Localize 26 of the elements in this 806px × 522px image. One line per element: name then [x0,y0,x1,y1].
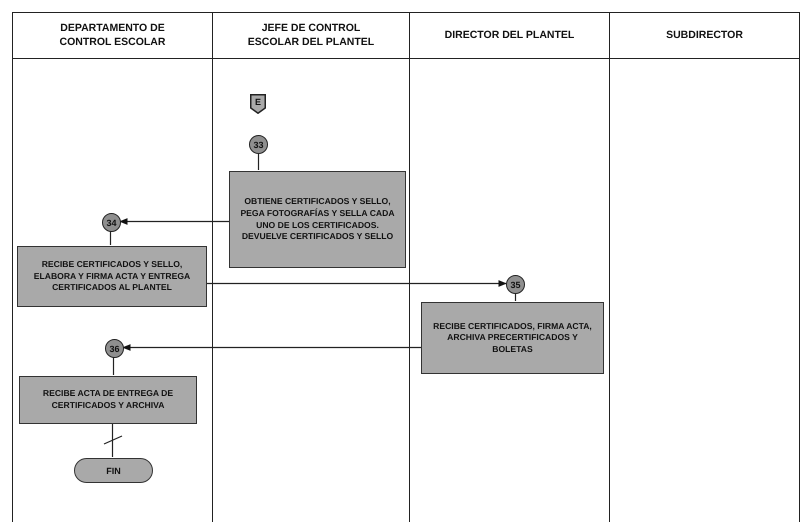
connector-circle: 35 [506,275,525,294]
lane-header: JEFE DE CONTROL ESCOLAR DEL PLANTEL [246,22,376,50]
arrow [119,218,229,225]
process-box: RECIBE ACTA DE ENTREGA DE CERTIFICADOS Y ARCHIVA [19,376,197,424]
swimlane [410,12,610,522]
connector-line [514,293,516,301]
arrow [122,344,421,351]
lane-header: SUBDIRECTOR [666,28,743,42]
connector-line [258,153,260,170]
connector-line [110,231,112,245]
terminator: FIN [74,458,153,483]
lane-header: DEPARTAMENTO DE CONTROL ESCOLAR [58,22,166,50]
connector-circle: 34 [102,213,121,232]
connector-line [112,423,114,457]
swimlane [610,12,800,522]
connector-circle: 33 [249,135,268,154]
connector-line [112,357,114,375]
swimlane [213,12,410,522]
swimlane [12,12,213,522]
connector-circle: 36 [105,339,124,358]
lane-header: DIRECTOR DEL PLANTEL [444,28,574,42]
process-box: OBTIENE CERTIFICADOS Y SELLO, PEGA FOTOGRAFÍAS Y SELLA CADA UNO DE LOS CERTIFICADOS. DEVUELVE CERTIFICADOS Y SELLO [229,171,406,268]
arrow [206,280,507,287]
process-box: RECIBE CERTIFICADOS Y SELLO, ELABORA Y FIRMA ACTA Y ENTREGA CERTIFICADOS AL PLANTEL [17,246,207,307]
off-page-connector: E [250,94,266,114]
process-box: RECIBE CERTIFICADOS, FIRMA ACTA, ARCHIVA PRECERTIFICADOS Y BOLETAS [421,302,604,374]
